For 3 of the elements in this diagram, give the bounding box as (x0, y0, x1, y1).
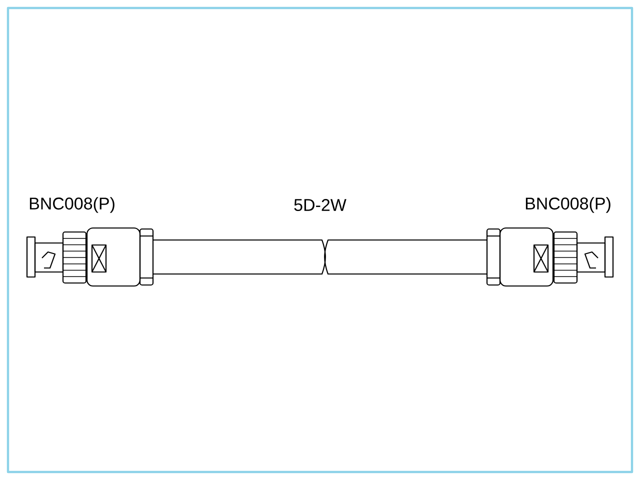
part-label: 5D-2W (294, 198, 346, 212)
part-label: BNC008(P) (526, 197, 610, 213)
part-label: BNC008(P) (30, 197, 114, 213)
